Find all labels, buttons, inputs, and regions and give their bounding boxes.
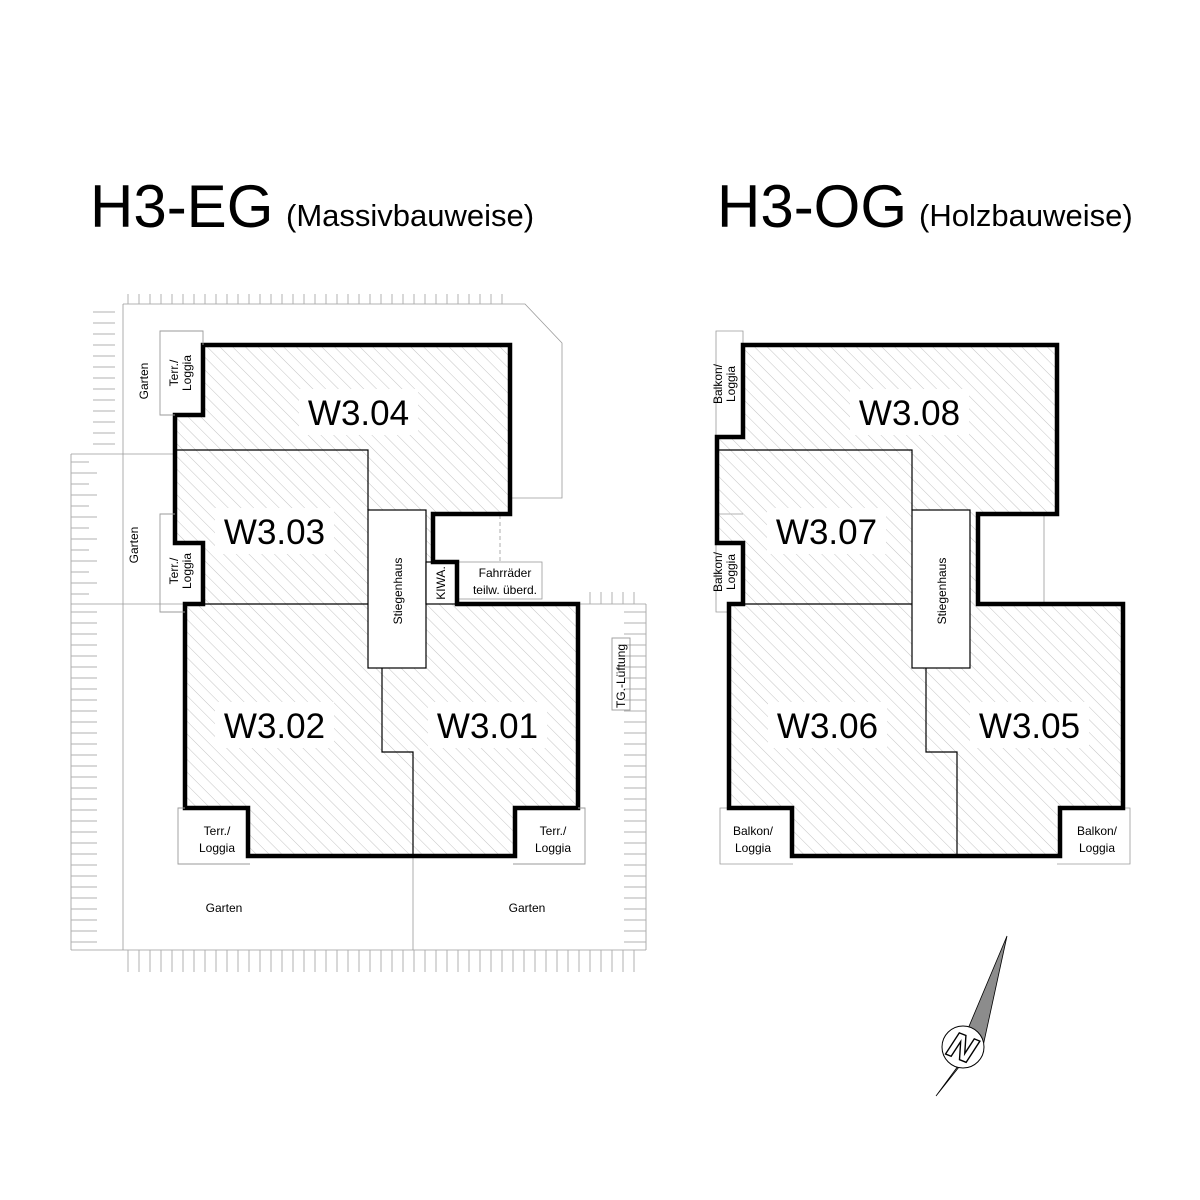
terrace-label-w303-line1: Terr./	[167, 557, 181, 584]
og-stairwell	[911, 509, 971, 669]
og-outer-wall	[714, 342, 1126, 859]
unit-label-w303: W3.03	[224, 513, 325, 552]
garden-label-w303: Garten	[127, 527, 141, 564]
balcony-label-w306-line1: Balkon/	[733, 824, 774, 838]
w304-label-bg	[299, 389, 418, 435]
terrace-label-w301-line1: Terr./	[540, 824, 567, 838]
w308-label-bg	[850, 389, 969, 435]
unit-label-w302: W3.02	[224, 707, 325, 746]
eg-subtitle: (Massivbauweise)	[286, 198, 534, 233]
og-stairwell-label: Stiegenhaus	[935, 558, 949, 625]
garden-label-w302: Garten	[206, 901, 243, 915]
bike-storage-label-line2: teilw. überd.	[473, 583, 537, 597]
bike-storage-label-line1: Fahrräder	[479, 566, 532, 580]
og-partition-walls	[717, 449, 958, 856]
eg-property-fence-ticks	[71, 294, 646, 972]
stairwell-label: Stiegenhaus	[391, 558, 405, 625]
balcony-label-w305-line2: Loggia	[1079, 841, 1115, 855]
og-title: H3-OG	[717, 173, 907, 240]
eg-stairwell	[367, 509, 427, 669]
terrace-label-w304-line1: Terr./	[167, 359, 181, 386]
unit-label-w306: W3.06	[777, 707, 878, 746]
terrace-label-w304-line2: Loggia	[180, 355, 194, 391]
terrace-label-w302-line1: Terr./	[204, 824, 231, 838]
unit-label-w304: W3.04	[308, 394, 409, 433]
unit-label-w307: W3.07	[776, 513, 877, 552]
eg-terrace-outlines	[159, 330, 631, 865]
w305-label-bg	[970, 702, 1089, 748]
terrace-label-w301-line2: Loggia	[535, 841, 571, 855]
terrace-label-w302-line2: Loggia	[199, 841, 235, 855]
garage-ventilation-label: TG.-Lüftung	[614, 644, 628, 708]
north-arrow-icon: N	[935, 935, 1008, 1097]
balcony-label-w308-line2: Loggia	[724, 366, 738, 402]
eg-partition-walls	[175, 449, 414, 856]
balcony-label-w308-line1: Balkon/	[711, 363, 725, 404]
balcony-label-w307-line1: Balkon/	[711, 551, 725, 592]
eg-outer-wall	[172, 342, 581, 859]
balcony-label-w306-line2: Loggia	[735, 841, 771, 855]
unit-label-w305: W3.05	[979, 707, 1080, 746]
balcony-label-w307-line2: Loggia	[724, 554, 738, 590]
unit-label-w301: W3.01	[437, 707, 538, 746]
pram-room-label: KIWA.	[434, 566, 448, 600]
terrace-label-w303-line2: Loggia	[180, 553, 194, 589]
garden-label-w304: Garten	[137, 363, 151, 400]
garden-label-w301: Garten	[509, 901, 546, 915]
w306-label-bg	[768, 702, 887, 748]
w302-label-bg	[215, 702, 334, 748]
eg-title: H3-EG	[90, 173, 273, 240]
og-subtitle: (Holzbauweise)	[919, 198, 1133, 233]
w307-label-bg	[767, 508, 886, 554]
w303-label-bg	[215, 508, 334, 554]
balcony-label-w305-line1: Balkon/	[1077, 824, 1118, 838]
unit-label-w308: W3.08	[859, 394, 960, 433]
w301-label-bg	[428, 702, 547, 748]
